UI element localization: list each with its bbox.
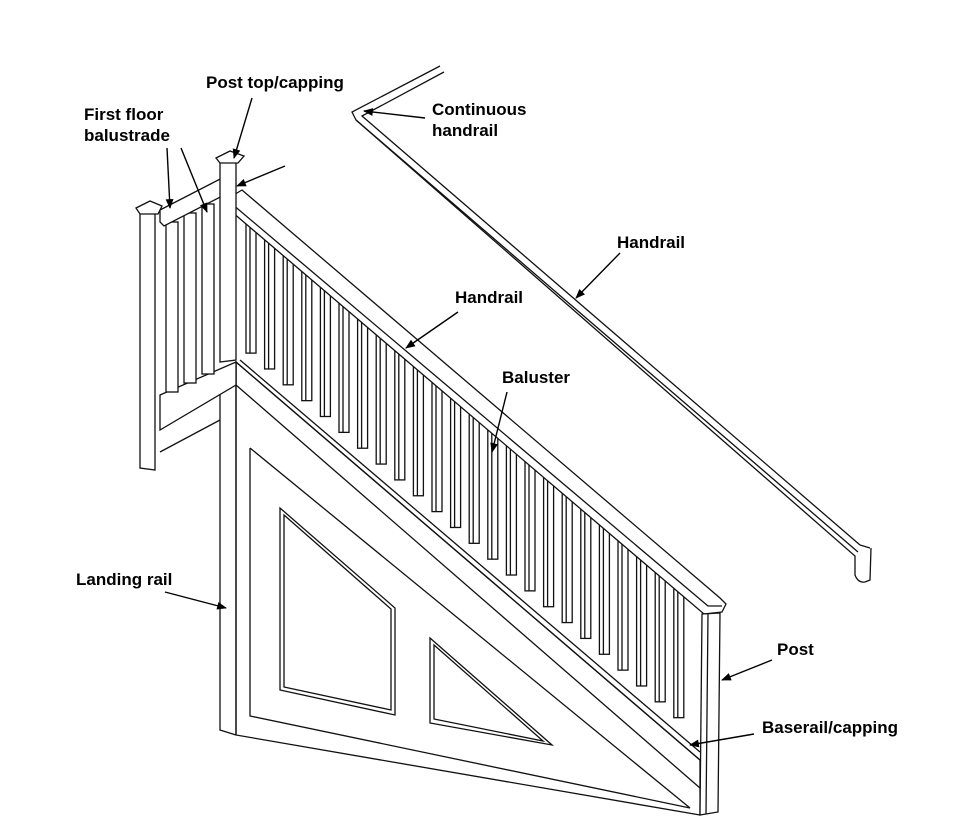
arrow-landing-rail xyxy=(164,591,227,610)
label-handrail-wall: Handrail xyxy=(617,233,685,252)
wall-handrail xyxy=(351,65,872,583)
label-continuous-handrail-line1: Continuous xyxy=(432,100,526,119)
label-landing-rail: Landing rail xyxy=(76,570,172,589)
first-floor-balustrade xyxy=(135,150,246,471)
baluster xyxy=(468,404,480,544)
baluster xyxy=(431,372,443,513)
arrow-post xyxy=(721,659,773,681)
baluster xyxy=(412,356,425,497)
baluster xyxy=(338,293,350,434)
arrow-balustrade-2 xyxy=(180,147,208,213)
arrow-baserail xyxy=(689,733,755,748)
bottom-newel-post xyxy=(699,612,721,816)
landing-baluster xyxy=(183,212,197,384)
baluster xyxy=(561,483,573,624)
arrow-continuous-handrail xyxy=(363,108,426,119)
baluster xyxy=(505,436,518,576)
baluster xyxy=(654,563,666,703)
baluster xyxy=(524,452,536,592)
label-baluster: Baluster xyxy=(502,368,570,387)
arrow-handrail-wall xyxy=(575,252,621,299)
baluster xyxy=(375,325,387,465)
label-continuous-handrail-line2: handrail xyxy=(432,121,498,140)
baluster xyxy=(598,515,611,655)
label-post: Post xyxy=(777,640,814,659)
leader-arrows xyxy=(164,97,773,748)
baserail xyxy=(235,359,701,761)
label-baserail: Baserail/capping xyxy=(762,718,898,737)
label-first-floor-balustrade-line1: First floor xyxy=(84,105,164,124)
arrow-balustrade-1 xyxy=(165,147,174,209)
stair-panel-wall xyxy=(219,360,701,816)
baluster xyxy=(617,531,629,671)
baluster xyxy=(580,499,592,640)
baluster xyxy=(542,467,555,608)
label-post-top: Post top/capping xyxy=(206,73,344,92)
arrow-post-top xyxy=(232,97,253,159)
baluster xyxy=(394,340,406,481)
baluster xyxy=(356,309,369,449)
stair-handrail xyxy=(231,189,727,615)
baluster xyxy=(282,245,294,386)
landing-baluster xyxy=(201,203,215,375)
arrow-corner-newel xyxy=(236,165,286,187)
labels: Post top/capping First floor balustrade … xyxy=(76,73,898,737)
baluster xyxy=(487,420,499,560)
baluster xyxy=(301,261,313,402)
baluster xyxy=(673,579,685,719)
arrow-handrail-stair xyxy=(405,311,459,349)
landing-baluster xyxy=(165,221,179,393)
stair-balusters xyxy=(245,213,685,719)
baluster xyxy=(319,277,332,418)
arrow-baluster xyxy=(490,391,508,453)
label-first-floor-balustrade-line2: balustrade xyxy=(84,126,170,145)
label-handrail-stair: Handrail xyxy=(455,288,523,307)
baluster xyxy=(245,213,257,354)
baluster xyxy=(449,388,462,529)
baluster xyxy=(635,547,648,687)
baluster xyxy=(263,229,276,370)
